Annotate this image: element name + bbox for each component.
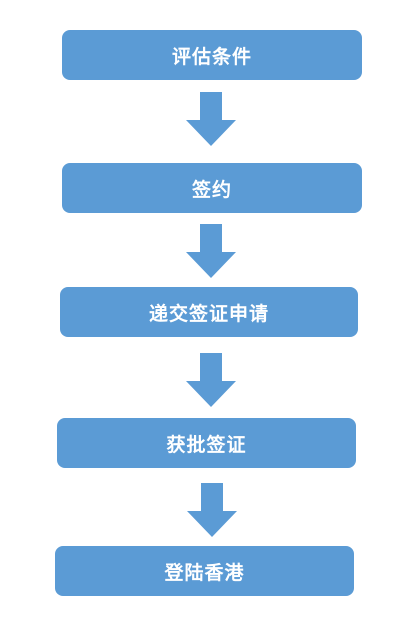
arrow-down-icon: [187, 483, 237, 537]
arrow-down-icon: [186, 92, 236, 146]
step-label-1: 评估条件: [171, 45, 252, 68]
step-label-3: 递交签证申请: [148, 302, 269, 325]
step-box-4: 获批签证: [57, 418, 356, 468]
arrow-down-icon: [186, 224, 236, 278]
step-box-1: 评估条件: [62, 30, 362, 80]
step-box-3: 递交签证申请: [60, 287, 358, 337]
step-label-4: 获批签证: [166, 433, 247, 456]
step-label-2: 签约: [191, 178, 232, 201]
step-box-5: 登陆香港: [55, 546, 354, 596]
step-box-2: 签约: [62, 163, 362, 213]
step-label-5: 登陆香港: [164, 561, 245, 584]
arrow-down-icon: [186, 353, 236, 407]
